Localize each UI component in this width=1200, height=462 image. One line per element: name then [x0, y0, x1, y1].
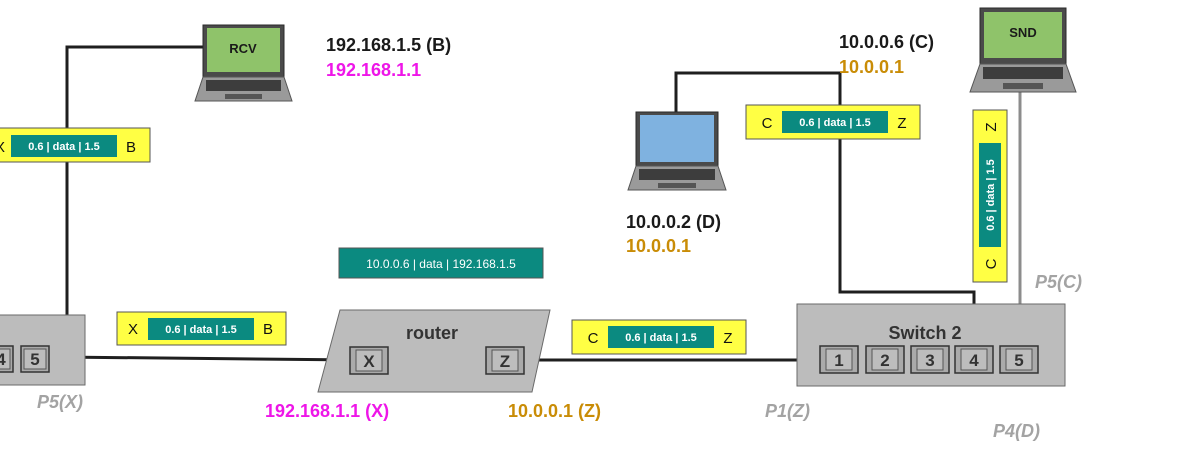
frame-snd-link-src: C — [983, 258, 1000, 269]
frame-switch1-router-payload-box — [148, 318, 254, 340]
ip-packet-payload: 10.0.0.6 | data | 192.168.1.5 — [366, 257, 516, 271]
laptop-d-ip-primary: 10.0.0.2 (D) — [626, 212, 722, 232]
frame-router-switch2-payload-box — [608, 326, 714, 348]
frame-laptop-link-src: C — [762, 115, 773, 132]
frame-snd-link-payload-box — [979, 143, 1001, 247]
svg-text:1: 1 — [834, 351, 843, 370]
switch-2-port-label-p4: P4(D) — [993, 421, 1041, 441]
switch-2-port-label-p5: P5(C) — [1035, 272, 1083, 292]
frame-switch1-router-src: X — [128, 321, 138, 338]
wire-laptop-d-to-switch2 — [674, 71, 976, 346]
frame-rcv-link-payload-box — [11, 135, 117, 157]
frame-rcv-link-dst: B — [126, 139, 136, 156]
switch-2-port-2[interactable]: 2 — [865, 345, 905, 374]
router-port-z-label: Z — [500, 352, 510, 371]
snd-ip-primary: 10.0.0.6 (C) — [839, 32, 935, 52]
switch-1-port-4-label: 4 — [0, 350, 6, 369]
rcv-gateway-ip: 192.168.1.1 — [326, 60, 422, 80]
svg-text:4: 4 — [969, 351, 979, 370]
frame-router-switch2-src: C — [588, 330, 599, 347]
switch-2-title: Switch 2 — [888, 323, 961, 343]
switch-2-port-5[interactable]: 5 — [999, 345, 1039, 374]
switch-2: Switch 2 1 2 3 4 5 — [796, 303, 1066, 387]
frame-switch1-router: X 0.6 | data | 1.5 B — [116, 311, 287, 346]
svg-text:3: 3 — [925, 351, 934, 370]
laptop-snd[interactable]: SND — [969, 7, 1077, 93]
switch-1: 4 5 — [0, 314, 86, 386]
frame-rcv-link: X 0.6 | data | 1.5 B — [0, 127, 151, 163]
router-ip-z: 10.0.0.1 (Z) — [508, 401, 602, 421]
svg-text:5: 5 — [1014, 351, 1023, 370]
frame-router-switch2: C 0.6 | data | 1.5 Z — [571, 319, 747, 355]
frame-laptop-link-payload-box — [782, 111, 888, 133]
laptop-d[interactable] — [627, 111, 727, 191]
frame-snd-link-payload: 0.6 | data | 1.5 — [985, 159, 997, 231]
laptop-rcv[interactable]: RCV — [194, 24, 293, 102]
router-ip-x: 192.168.1.1 (X) — [265, 401, 390, 421]
frame-laptop-link-dst: Z — [897, 115, 906, 132]
laptop-rcv-screen-label: RCV — [229, 41, 257, 56]
svg-text:2: 2 — [880, 351, 889, 370]
switch-2-port-1[interactable]: 1 — [819, 345, 859, 374]
wires — [57, 45, 976, 362]
router-port-z[interactable]: Z — [485, 346, 525, 375]
rcv-ip-primary: 192.168.1.5 (B) — [326, 35, 452, 55]
frame-rcv-link-src: X — [0, 139, 5, 156]
switch-1-port-label: P5(X) — [37, 392, 84, 412]
laptop-d-gateway-ip: 10.0.0.1 — [626, 236, 692, 256]
switch-2-port-3[interactable]: 3 — [910, 345, 950, 374]
frame-switch1-router-dst: B — [263, 321, 273, 338]
frame-switch1-router-payload: 0.6 | data | 1.5 — [165, 324, 237, 336]
ip-packet: 10.0.0.6 | data | 192.168.1.5 — [338, 247, 544, 279]
snd-gateway-ip: 10.0.0.1 — [839, 57, 905, 77]
router-title: router — [406, 323, 458, 343]
switch-2-port-4[interactable]: 4 — [954, 345, 994, 374]
wire-switch1-to-router — [57, 355, 361, 362]
laptop-snd-screen-label: SND — [1009, 25, 1036, 40]
router: router X Z — [317, 309, 551, 393]
router-port-x[interactable]: X — [349, 346, 389, 375]
frame-router-switch2-payload: 0.6 | data | 1.5 — [625, 332, 697, 344]
switch-1-port-4[interactable]: 4 — [0, 345, 14, 373]
frame-laptop-link: C 0.6 | data | 1.5 Z — [745, 104, 921, 140]
frame-snd-link: C 0.6 | data | 1.5 Z — [972, 109, 1008, 283]
frame-rcv-link-payload: 0.6 | data | 1.5 — [28, 141, 100, 153]
switch-2-port-label-p1: P1(Z) — [765, 401, 810, 421]
wire-rcv-to-switch1 — [65, 45, 206, 352]
switch-1-port-5-label: 5 — [30, 350, 39, 369]
frame-router-switch2-dst: Z — [723, 330, 732, 347]
switch-1-port-5[interactable]: 5 — [20, 345, 50, 373]
frame-snd-link-dst: Z — [983, 122, 1000, 131]
frame-laptop-link-payload: 0.6 | data | 1.5 — [799, 117, 871, 129]
router-port-x-label: X — [363, 352, 375, 371]
